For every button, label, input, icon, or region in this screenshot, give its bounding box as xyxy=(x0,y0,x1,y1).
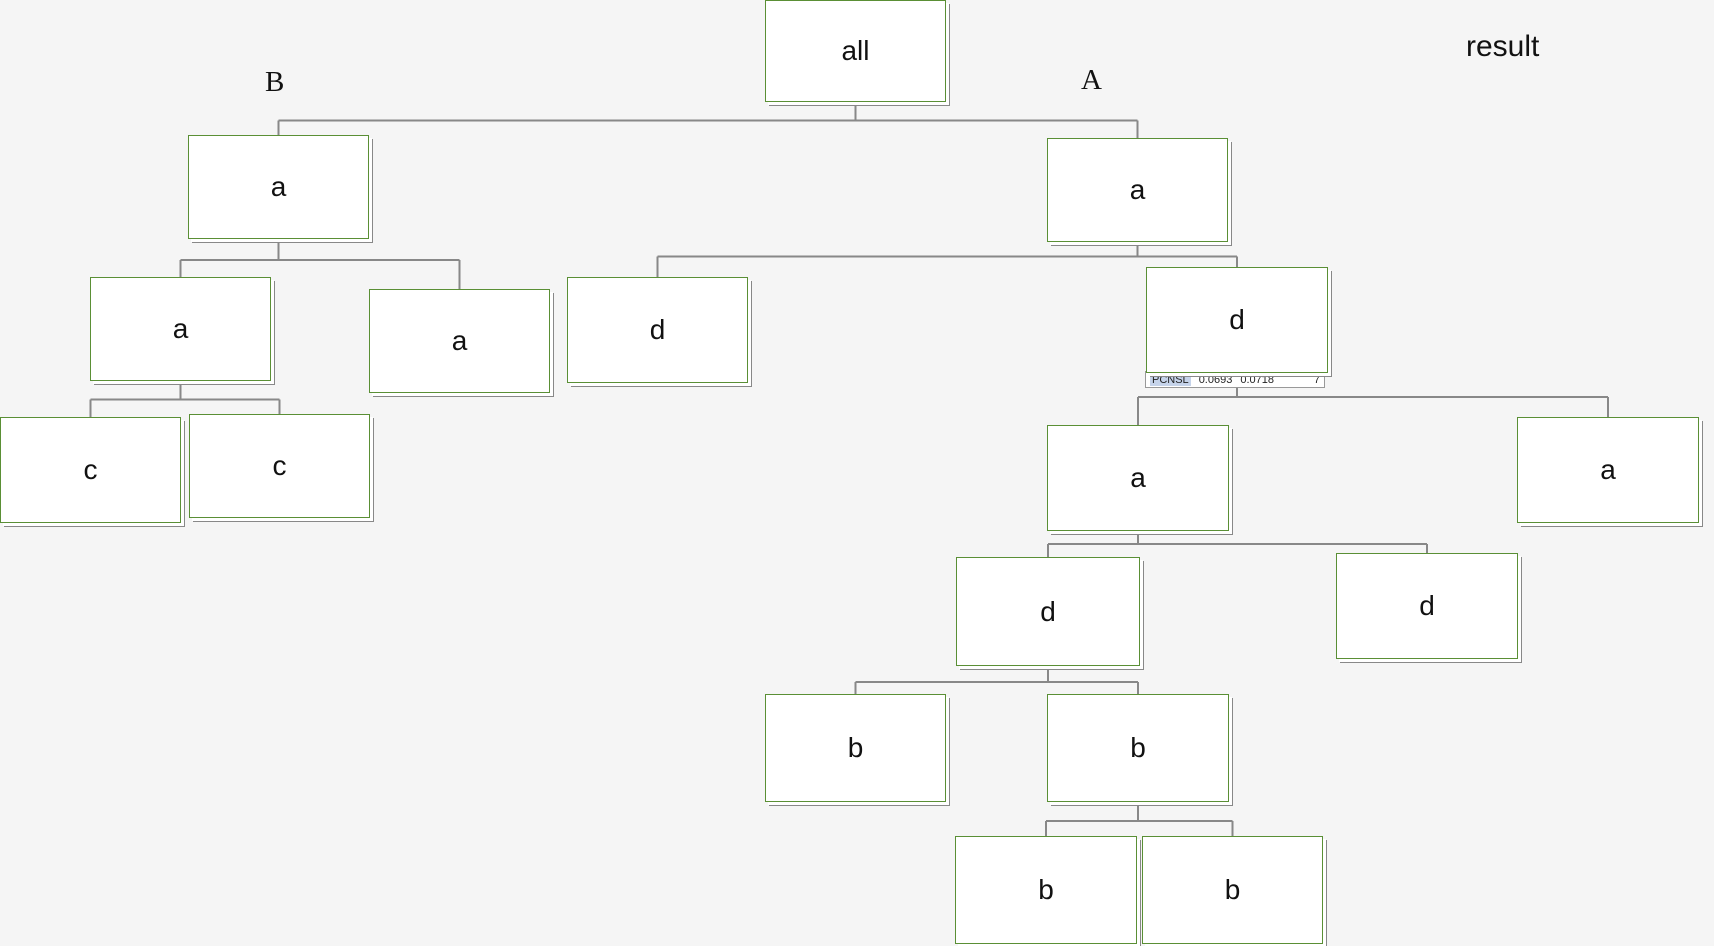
branch-label-a: A xyxy=(1081,64,1102,96)
node-label: b xyxy=(1224,874,1241,905)
tree-node[interactable]: a xyxy=(1517,417,1699,523)
tree-node[interactable]: b xyxy=(765,694,946,802)
tree-node[interactable]: d xyxy=(1336,553,1518,659)
stat-tag: PCNSL xyxy=(1150,373,1191,386)
tree-node[interactable]: a xyxy=(1047,425,1229,531)
node-stat-bar: PCNSL 0.0693 0.0718 7 xyxy=(1145,371,1325,388)
tree-node[interactable]: a xyxy=(188,135,369,239)
tree-node[interactable]: b xyxy=(1047,694,1229,802)
stat-value-1: 0.0693 xyxy=(1198,373,1233,386)
node-label: b xyxy=(847,732,864,763)
node-label: a xyxy=(451,325,468,356)
tree-node[interactable]: a xyxy=(369,289,550,393)
tree-node[interactable]: c xyxy=(0,417,181,523)
tree-node[interactable]: b xyxy=(955,836,1137,944)
node-label: d xyxy=(1040,595,1056,627)
node-label: d xyxy=(1419,590,1435,621)
tree-node[interactable]: all xyxy=(765,0,946,102)
node-label: a xyxy=(1129,174,1146,205)
tree-node[interactable]: d xyxy=(567,277,748,383)
stat-value-2: 0.0718 xyxy=(1240,373,1274,386)
node-label: b xyxy=(1130,732,1146,763)
node-label: a xyxy=(172,313,189,344)
node-label: d xyxy=(1229,304,1245,335)
tree-node[interactable]: d xyxy=(956,557,1140,666)
result-label: result xyxy=(1466,30,1540,63)
node-label: a xyxy=(1130,462,1146,493)
tree-node[interactable]: d xyxy=(1146,267,1328,373)
node-label: all xyxy=(841,35,870,66)
node-label: a xyxy=(270,171,287,202)
branch-label-b: B xyxy=(265,66,285,98)
tree-node[interactable]: a xyxy=(90,277,271,381)
node-label: a xyxy=(1600,454,1616,485)
stat-count: 7 xyxy=(1313,373,1320,386)
tree-node[interactable]: b xyxy=(1142,836,1323,944)
node-label: c xyxy=(272,450,287,481)
tree-node[interactable]: a xyxy=(1047,138,1228,242)
node-label: c xyxy=(83,454,98,485)
node-label: b xyxy=(1038,874,1054,905)
node-label: d xyxy=(649,314,666,345)
tree-node[interactable]: c xyxy=(189,414,370,518)
